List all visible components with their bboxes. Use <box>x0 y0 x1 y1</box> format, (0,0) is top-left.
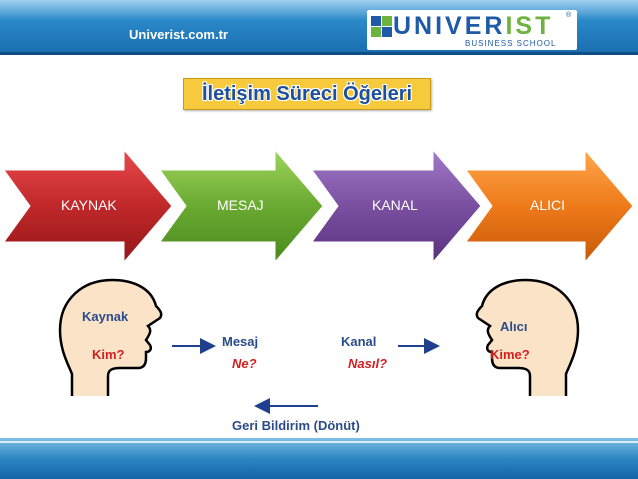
logo-subtitle: BUSINESS SCHOOL <box>465 39 557 48</box>
message-question: Ne? <box>232 356 257 371</box>
channel-question: Nasıl? <box>348 356 388 371</box>
feedback-label: Geri Bildirim (Dönüt) <box>232 418 360 433</box>
chevron-kanal <box>311 148 482 264</box>
sender-role-label: Kaynak <box>82 309 129 324</box>
message-label: Mesaj <box>222 334 259 349</box>
logo-square-icon <box>371 27 381 37</box>
logo-square-icon <box>371 16 381 26</box>
chevron-kaynak <box>3 148 173 264</box>
sender-head-icon <box>58 278 163 396</box>
logo-square-icon <box>382 27 392 37</box>
chevron-mesaj <box>159 148 324 264</box>
logo-wordmark: UNIVERIST <box>393 14 553 39</box>
logo-registered-mark: ® <box>566 12 572 19</box>
channel-label: Kanal <box>341 334 377 349</box>
receiver-head-icon <box>475 278 580 396</box>
header-divider <box>0 52 638 55</box>
step-label-alici: ALICI <box>530 197 566 213</box>
chevron-alici <box>465 148 634 264</box>
slide-title: İletişim Süreci Öğeleri <box>201 82 413 105</box>
footer-bar <box>0 438 638 479</box>
receiver-question: Kime? <box>490 347 530 362</box>
logo-word-part2: IST <box>505 12 554 40</box>
receiver-role-label: Alıcı <box>500 319 528 334</box>
logo-square-icon <box>382 16 392 26</box>
site-url-label[interactable]: Univerist.com.tr <box>129 27 228 42</box>
univerist-logo[interactable]: UNIVERIST BUSINESS SCHOOL ® <box>367 10 577 50</box>
step-label-mesaj: MESAJ <box>217 197 264 213</box>
step-label-kanal: KANAL <box>372 197 418 213</box>
logo-word-part1: UNIVER <box>393 12 506 40</box>
sender-question: Kim? <box>92 347 125 362</box>
slide-title-box: İletişim Süreci Öğeleri <box>183 78 431 110</box>
step-label-kaynak: KAYNAK <box>61 197 117 213</box>
footer-divider <box>0 441 638 443</box>
